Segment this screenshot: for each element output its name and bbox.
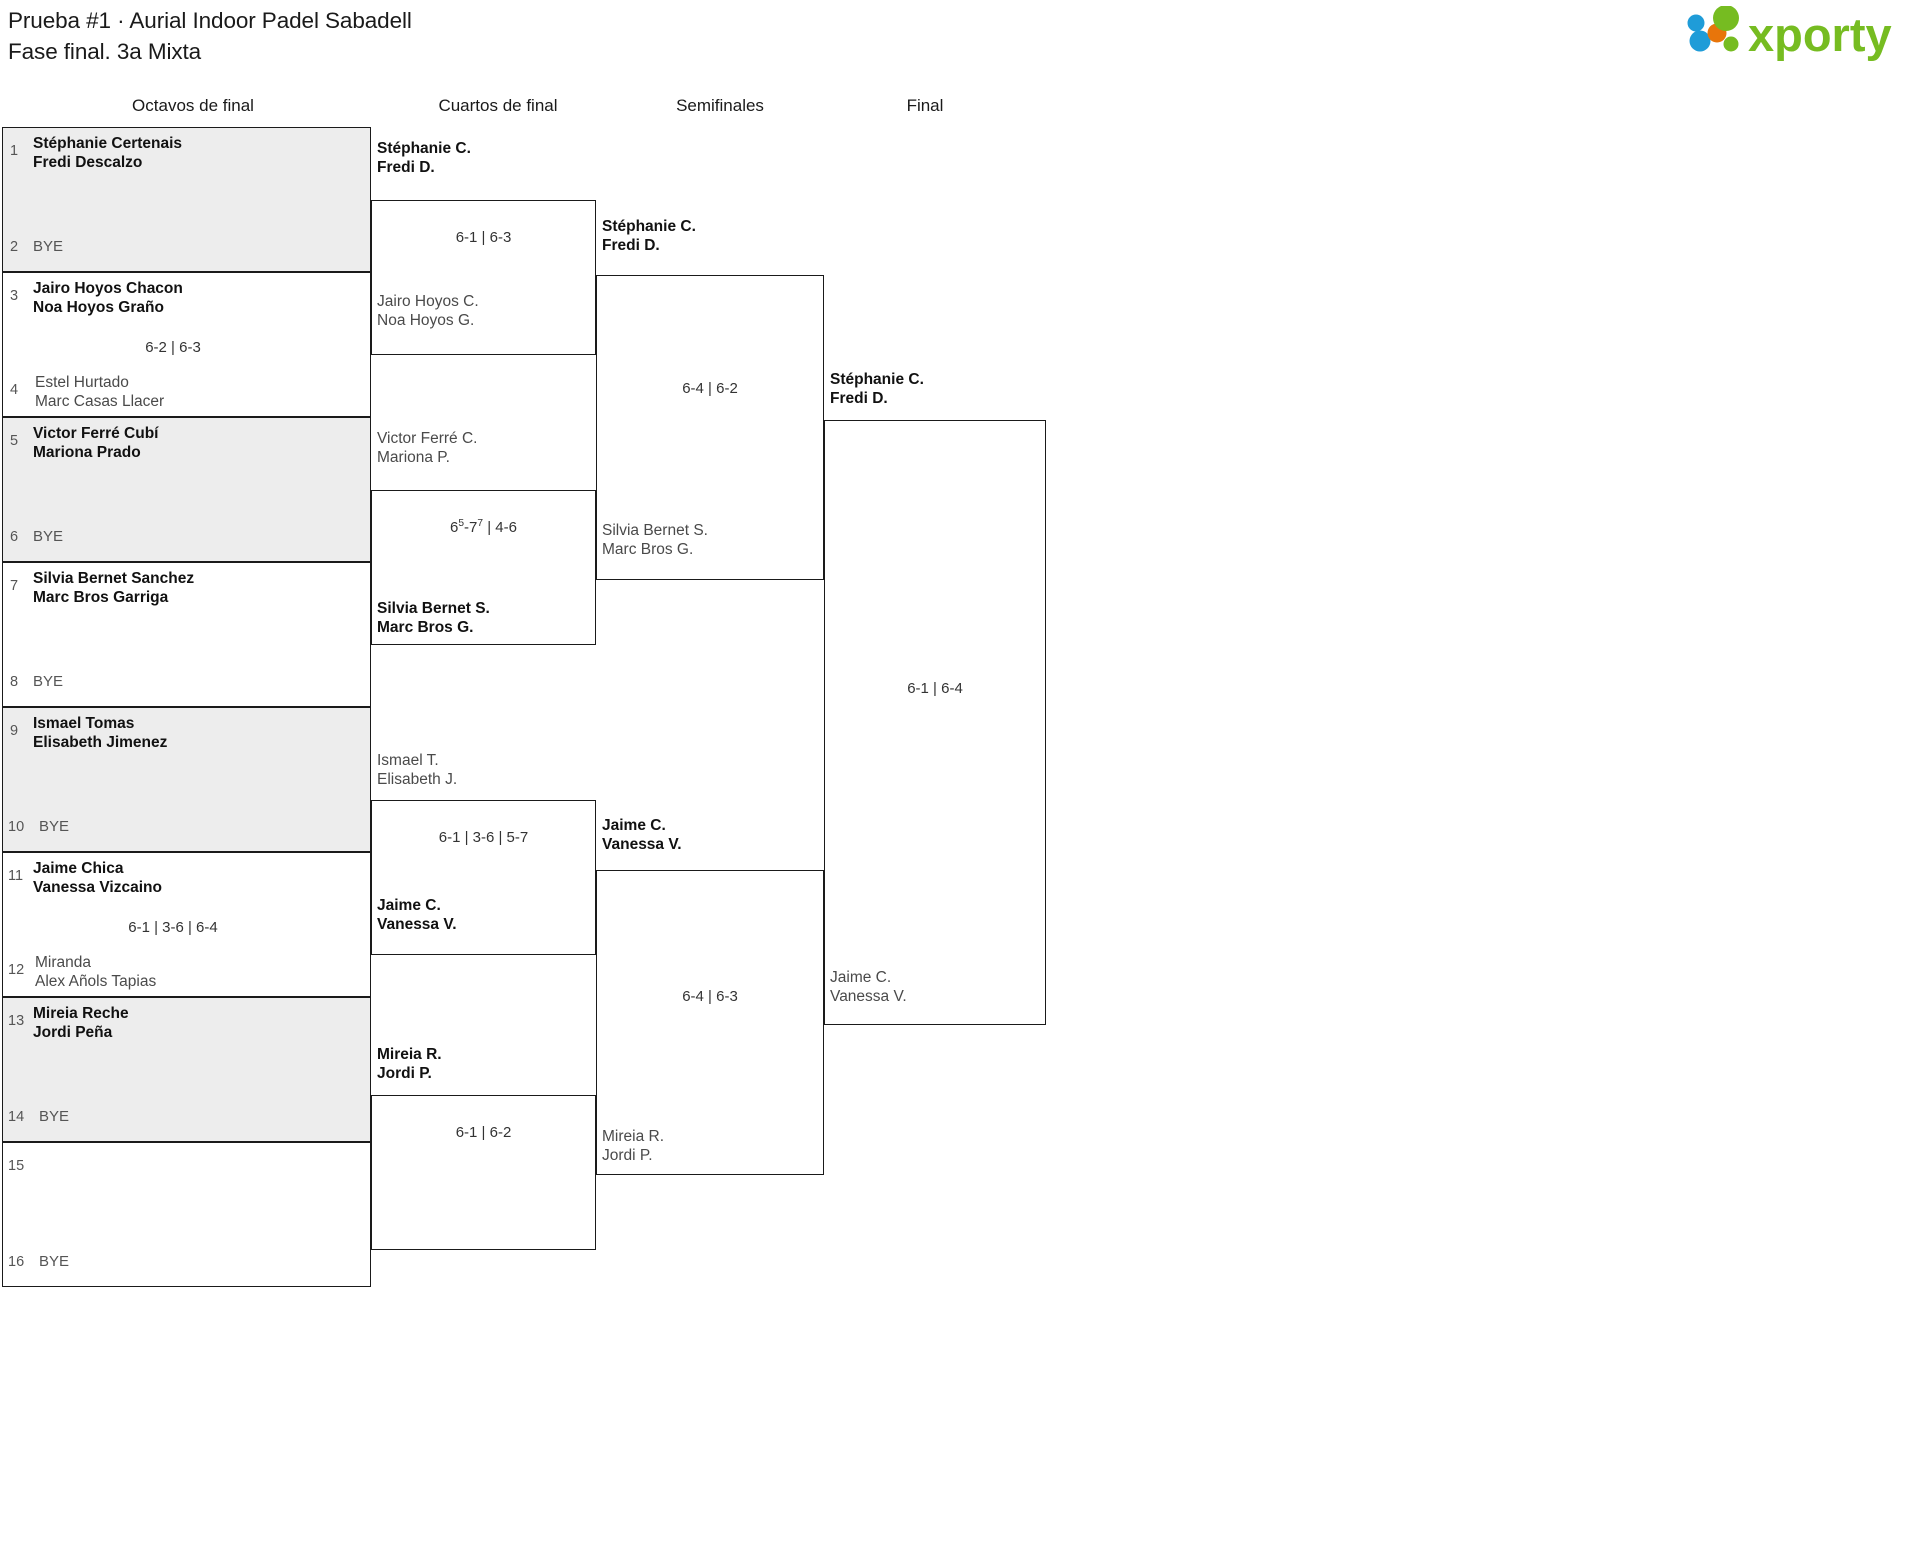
qf-match-2-box[interactable] (371, 490, 596, 645)
r1-match-4[interactable]: 7 Silvia Bernet Sanchez Marc Bros Garrig… (2, 562, 371, 707)
final-score: 6-1 | 6-4 (907, 680, 963, 697)
sf-match-2-score: 6-4 | 6-3 (682, 988, 738, 1005)
r1-score: 6-2 | 6-3 (145, 339, 201, 356)
seed-number: 4 (10, 382, 19, 398)
r1-team-top: Ismael Tomas Elisabeth Jimenez (33, 715, 168, 751)
seed-number: 10 (8, 819, 25, 835)
qf-match-3-bottom-team: Jaime C. Vanessa V. (377, 897, 457, 933)
r1-match-3[interactable]: 5 Victor Ferré Cubí Mariona Prado 6 BYE (2, 417, 371, 562)
qf-match-1-box[interactable] (371, 200, 596, 355)
seed-number: 15 (8, 1158, 25, 1174)
qf-match-2-score: 65-77 | 4-6 (450, 518, 517, 536)
qf-match-4-box[interactable] (371, 1095, 596, 1250)
r1-match-8[interactable]: 15 16 BYE (2, 1142, 371, 1287)
final-runnerup-team: Jaime C. Vanessa V. (830, 969, 907, 1005)
seed-number: 13 (8, 1013, 25, 1029)
seed-number: 16 (8, 1254, 25, 1270)
qf-match-3-top-team: Ismael T. Elisabeth J. (377, 752, 458, 788)
qf-match-2-top-team: Victor Ferré C. Mariona P. (377, 430, 478, 466)
xporty-logo: xporty (1676, 6, 1908, 62)
r1-team-top: Silvia Bernet Sanchez Marc Bros Garriga (33, 570, 195, 606)
seed-number: 14 (8, 1109, 25, 1125)
seed-number: 2 (10, 239, 19, 255)
seed-number: 5 (10, 433, 19, 449)
page-title: Prueba #1 · Aurial Indoor Padel Sabadell… (8, 5, 1208, 67)
r1-team-bottom: BYE (39, 1253, 70, 1270)
r1-team-top: Victor Ferré Cubí Mariona Prado (33, 425, 159, 461)
r1-team-bottom: Estel Hurtado Marc Casas Llacer (35, 374, 165, 410)
logo-wordmark: xporty (1748, 8, 1892, 61)
seed-number: 11 (8, 868, 24, 884)
seed-number: 8 (10, 674, 19, 690)
r1-team-top: Mireia Reche Jordi Peña (33, 1005, 129, 1041)
r1-team-top: Jairo Hoyos Chacon Noa Hoyos Graño (33, 280, 183, 316)
seed-number: 6 (10, 529, 19, 545)
final-match-box[interactable] (824, 420, 1046, 1025)
r1-team-bottom: BYE (39, 1108, 70, 1125)
sf-match-1-box[interactable] (596, 275, 824, 580)
qf-match-4-top-team: Mireia R. Jordi P. (377, 1046, 442, 1082)
title-line-2: Fase final. 3a Mixta (8, 39, 202, 64)
seed-number: 1 (10, 143, 19, 159)
seed-number: 7 (10, 578, 19, 594)
seed-number: 9 (10, 723, 19, 739)
round-header-cuartos: Cuartos de final (438, 96, 558, 115)
qf-match-2-bottom-team: Silvia Bernet S. Marc Bros G. (377, 600, 490, 636)
sf-match-1-bottom-team: Silvia Bernet S. Marc Bros G. (602, 522, 708, 558)
r1-match-5[interactable]: 9 Ismael Tomas Elisabeth Jimenez 10 BYE (2, 707, 371, 852)
r1-team-top: Stéphanie Certenais Fredi Descalzo (33, 135, 183, 171)
seed-number: 12 (8, 962, 25, 978)
sf-match-1-top-team: Stéphanie C. Fredi D. (602, 218, 696, 254)
qf-match-4-score: 6-1 | 6-2 (455, 1124, 512, 1141)
sf-match-2-box[interactable] (596, 870, 824, 1175)
r1-team-bottom: Miranda Alex Añols Tapias (35, 954, 157, 990)
round-header-semis: Semifinales (676, 96, 764, 115)
logo-dots (1687, 6, 1739, 52)
r1-team-top: Jaime Chica Vanessa Vizcaino (33, 860, 162, 896)
r1-score: 6-1 | 3-6 | 6-4 (128, 919, 218, 936)
qf-match-1-bottom-team: Jairo Hoyos C. Noa Hoyos G. (377, 293, 479, 329)
r1-team-bottom: BYE (33, 673, 64, 690)
sf-match-2-top-team: Jaime C. Vanessa V. (602, 817, 682, 853)
r1-match-7[interactable]: 13 Mireia Reche Jordi Peña 14 BYE (2, 997, 371, 1142)
round-header-final: Final (906, 96, 944, 115)
qf-match-1-top-team: Stéphanie C. Fredi D. (377, 140, 471, 176)
sf-match-1-score: 6-4 | 6-2 (682, 380, 738, 397)
round-header-octavos: Octavos de final (132, 96, 254, 115)
r1-team-bottom: BYE (39, 818, 70, 835)
title-line-1: Prueba #1 · Aurial Indoor Padel Sabadell (8, 8, 412, 33)
r1-match-2[interactable]: 3 Jairo Hoyos Chacon Noa Hoyos Graño 6-2… (2, 272, 371, 417)
qf-match-3-box[interactable] (371, 800, 596, 955)
r1-match-1[interactable]: 1 Stéphanie Certenais Fredi Descalzo 2 B… (2, 127, 371, 272)
seed-number: 3 (10, 288, 19, 304)
qf-match-3-score: 6-1 | 3-6 | 5-7 (438, 829, 529, 846)
r1-team-bottom: BYE (33, 238, 64, 255)
sf-match-2-bottom-team: Mireia R. Jordi P. (602, 1128, 665, 1164)
final-winner-team: Stéphanie C. Fredi D. (830, 371, 924, 407)
r1-match-6[interactable]: 11 Jaime Chica Vanessa Vizcaino 6-1 | 3-… (2, 852, 371, 997)
qf-match-1-score: 6-1 | 6-3 (455, 229, 512, 246)
r1-team-bottom: BYE (33, 528, 64, 545)
